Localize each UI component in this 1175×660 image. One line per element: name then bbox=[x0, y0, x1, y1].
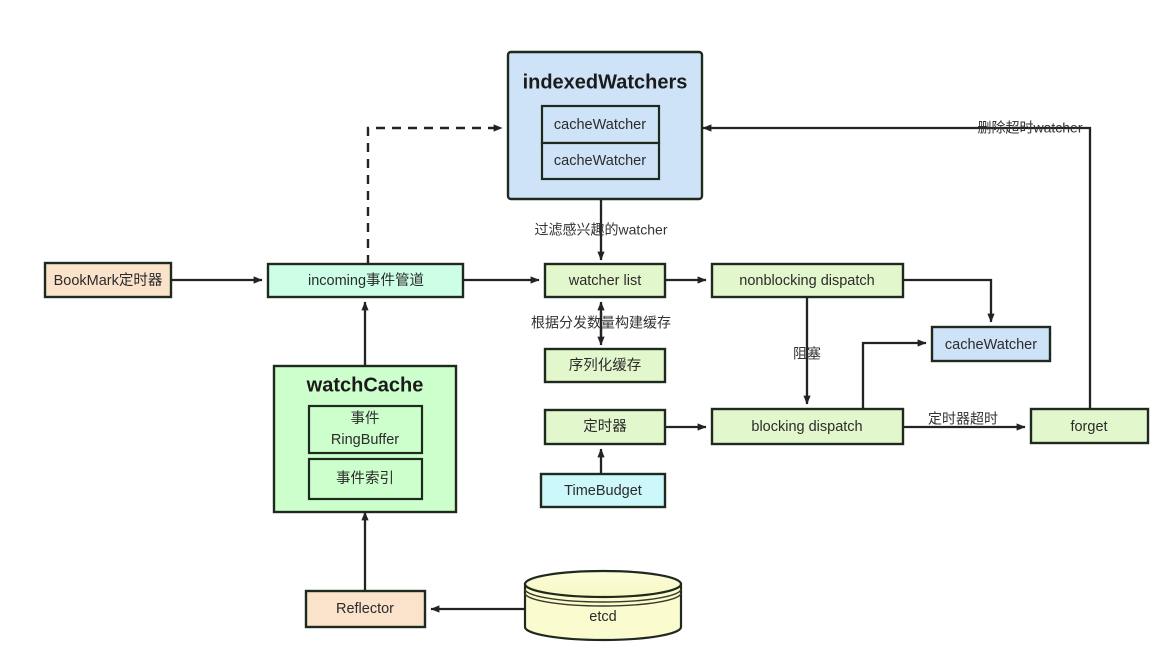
node-indexed-watchers[interactable]: indexedWatchers cacheWatcher cacheWatche… bbox=[506, 50, 704, 201]
edge-forget-to-indexedwatchers bbox=[702, 124, 1092, 409]
node-incoming-pipe[interactable]: incoming事件管道 bbox=[266, 262, 465, 299]
cache-watcher-right-label: cacheWatcher bbox=[945, 337, 1037, 353]
watch-cache-title: watchCache bbox=[306, 374, 424, 396]
forget-label: forget bbox=[1070, 419, 1107, 435]
incoming-pipe-label: incoming事件管道 bbox=[308, 272, 424, 289]
watch-cache-child-ringbuffer-line1: 事件 bbox=[351, 410, 380, 427]
node-reflector[interactable]: Reflector bbox=[304, 589, 427, 629]
node-etcd[interactable]: etcd bbox=[523, 569, 683, 642]
edge-label-blocked: 阻塞 bbox=[793, 346, 821, 362]
edge-label-timer-timeout: 定时器超时 bbox=[928, 411, 998, 427]
node-watcher-list[interactable]: watcher list bbox=[543, 262, 667, 299]
node-bookmark-timer[interactable]: BookMark定时器 bbox=[43, 261, 173, 299]
indexed-watchers-child-2-label: cacheWatcher bbox=[554, 153, 646, 169]
time-budget-label: TimeBudget bbox=[564, 483, 642, 499]
indexed-watchers-child-1-label: cacheWatcher bbox=[554, 117, 646, 133]
bookmark-timer-label: BookMark定时器 bbox=[54, 272, 163, 289]
watcher-list-label: watcher list bbox=[568, 273, 642, 289]
node-timer[interactable]: 定时器 bbox=[543, 408, 667, 446]
blocking-dispatch-label: blocking dispatch bbox=[751, 419, 862, 435]
timer-label: 定时器 bbox=[583, 418, 627, 435]
edge-incoming-to-indexedwatchers-dashed bbox=[366, 124, 503, 264]
node-blocking-dispatch[interactable]: blocking dispatch bbox=[710, 407, 905, 446]
edge-blocking-to-cachewatcher bbox=[861, 339, 927, 409]
node-serialize-cache[interactable]: 序列化缓存 bbox=[543, 347, 667, 384]
watch-cache-child-ringbuffer-line2: RingBuffer bbox=[331, 432, 399, 448]
indexed-watchers-title: indexedWatchers bbox=[523, 71, 688, 93]
watch-cache-child-index-box[interactable] bbox=[307, 457, 424, 501]
reflector-label: Reflector bbox=[336, 601, 394, 617]
edge-label-delete-timeout-watcher: 删除超时watcher bbox=[977, 120, 1082, 136]
watch-cache-child-index-label: 事件索引 bbox=[336, 470, 394, 487]
etcd-label: etcd bbox=[589, 609, 616, 625]
serialize-cache-label: 序列化缓存 bbox=[569, 357, 642, 374]
node-forget[interactable]: forget bbox=[1029, 407, 1150, 445]
node-watch-cache[interactable]: watchCache 事件 RingBuffer 事件索引 bbox=[272, 364, 458, 514]
watch-cache-child-ringbuffer-box[interactable] bbox=[307, 404, 424, 455]
indexed-watchers-child-2-box[interactable] bbox=[540, 141, 661, 181]
edge-label-build-cache: 根据分发数量构建缓存 bbox=[531, 315, 671, 331]
edge-nonblocking-to-cachewatcher bbox=[903, 278, 995, 323]
edge-label-filter-watcher: 过滤感兴趣的watcher bbox=[534, 222, 667, 238]
node-cache-watcher-right[interactable]: cacheWatcher bbox=[930, 325, 1052, 363]
node-time-budget[interactable]: TimeBudget bbox=[539, 472, 667, 509]
node-nonblocking-dispatch[interactable]: nonblocking dispatch bbox=[710, 262, 905, 299]
nonblocking-dispatch-label: nonblocking dispatch bbox=[739, 273, 874, 289]
